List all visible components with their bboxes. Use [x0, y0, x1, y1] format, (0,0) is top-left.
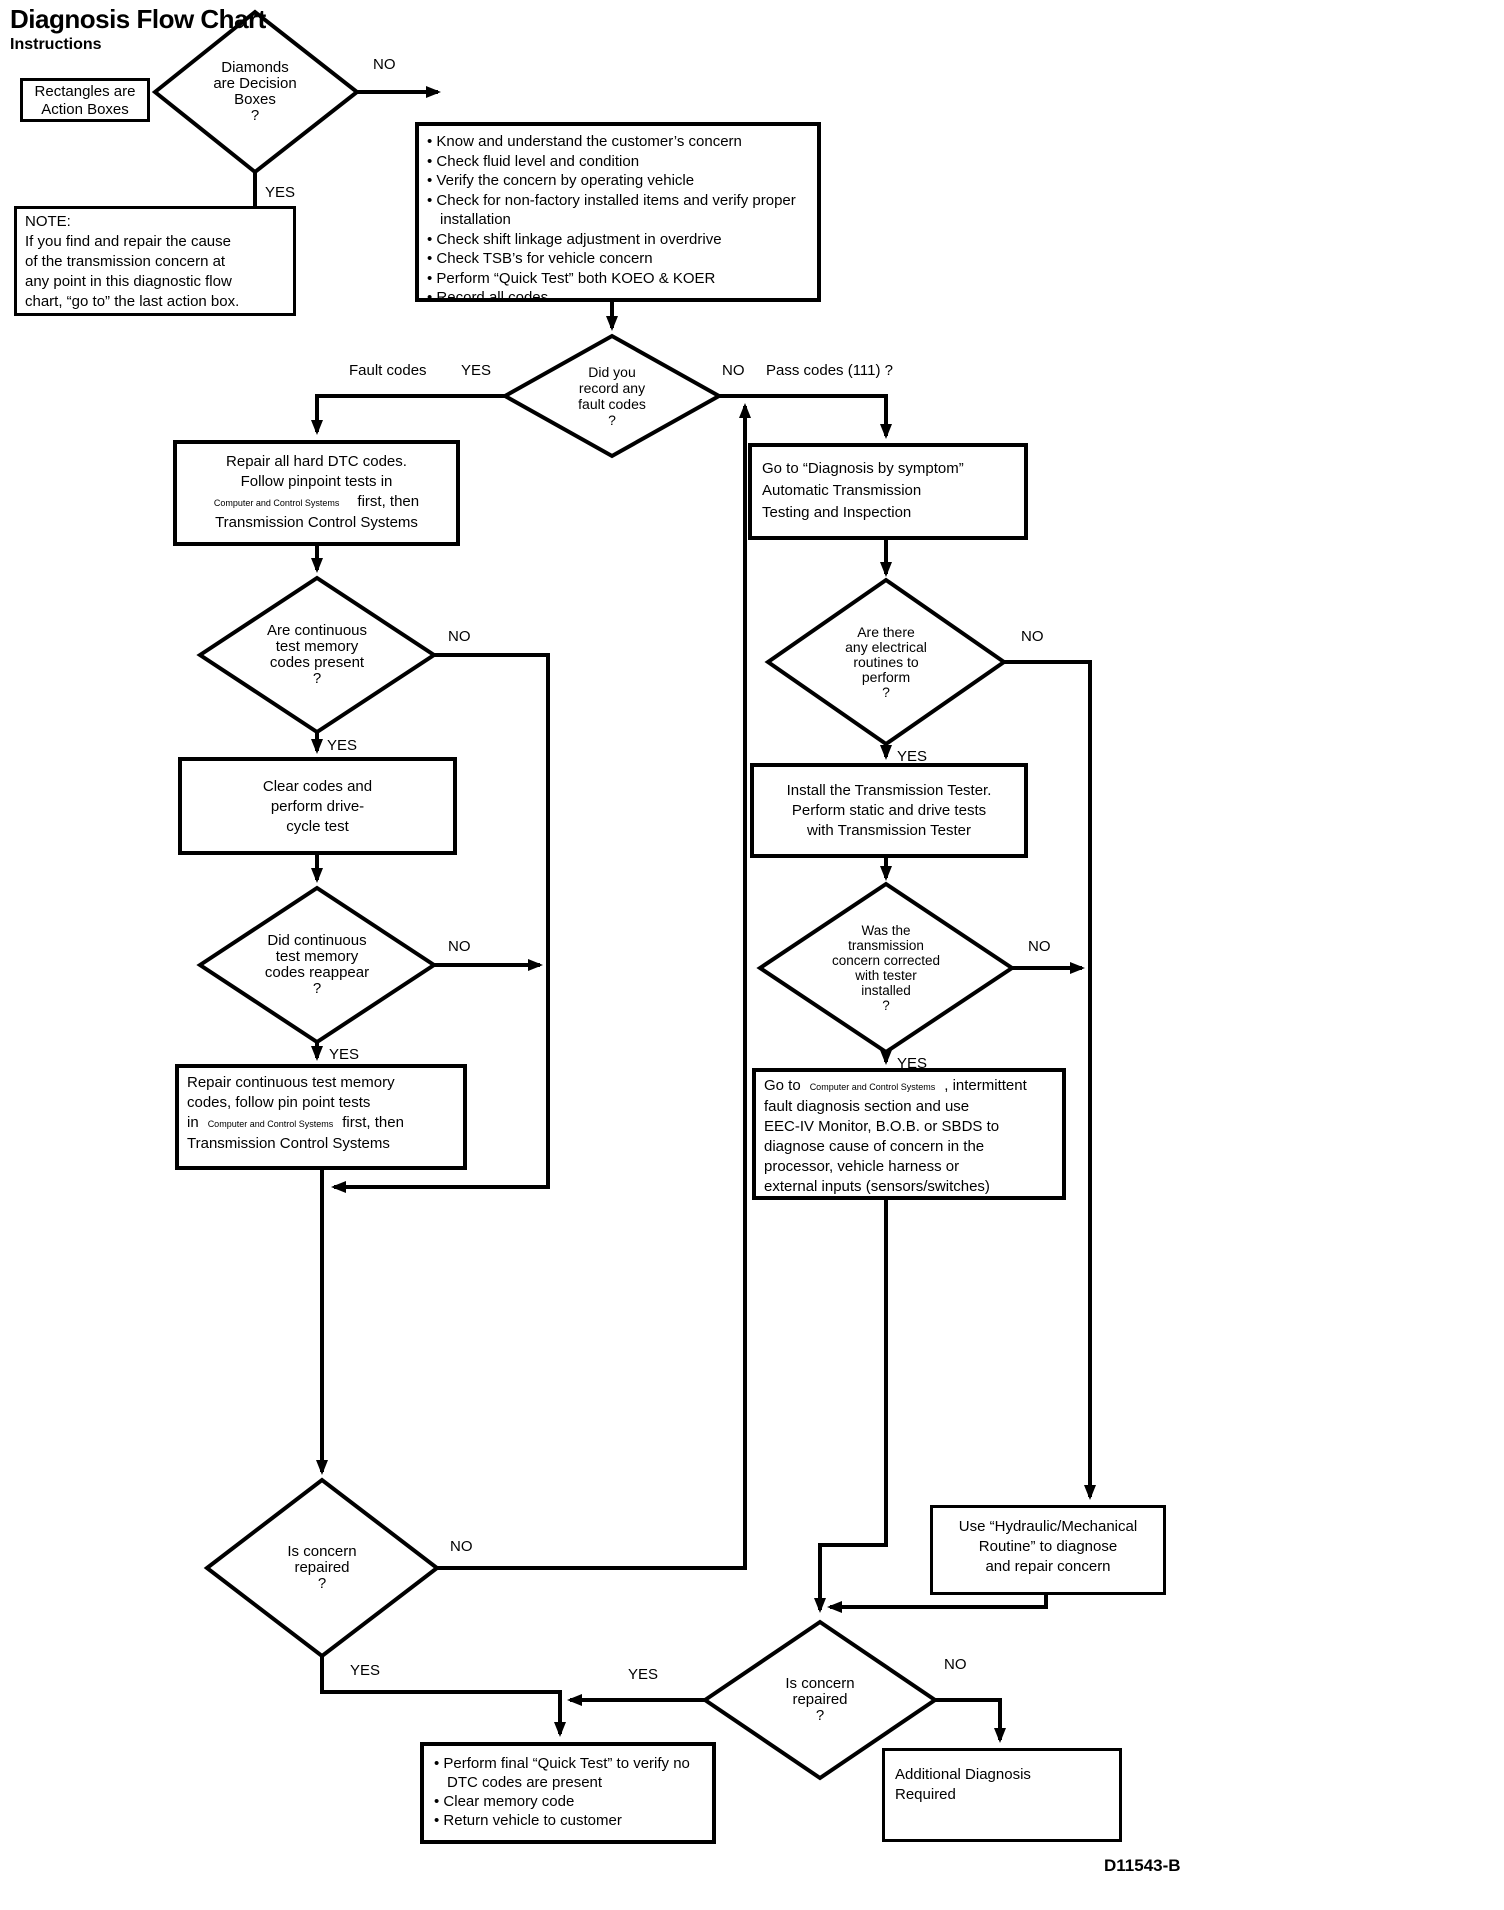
example-yes-label: YES — [265, 184, 296, 201]
decision-diamonds — [151, 9, 1016, 1781]
repair-continuous-line3: in Computer and Control Systems first, the… — [187, 1113, 455, 1134]
page-title: Diagnosis Flow Chart — [10, 4, 266, 34]
repair-hard-dtc-line2: Follow pinpoint tests in — [240, 473, 393, 490]
repair-hard-dtc-line3-rest: first, then — [357, 493, 420, 510]
connector-lines — [249, 86, 1096, 1743]
intermittent-line1-rest: , intermittent — [944, 1077, 1027, 1094]
label-no-codes-reappear: NO — [448, 938, 471, 955]
action-final-quick-test: Perform final “Quick Test” to verify no … — [420, 1742, 716, 1844]
manual-ref: Computer and Control Systems — [809, 1082, 936, 1092]
bullet-item: Check for non-factory installed items an… — [427, 191, 809, 230]
bullet-item: Perform final “Quick Test” to verify no … — [434, 1754, 702, 1792]
example-no-label: NO — [373, 56, 396, 73]
bullet-item: Verify the concern by operating vehicle — [427, 171, 809, 191]
action-diagnosis-by-symptom: Go to “Diagnosis by symptom”Automatic Tr… — [748, 443, 1028, 540]
final-action-list: Perform final “Quick Test” to verify no … — [434, 1754, 702, 1830]
bullet-item: Return vehicle to customer — [434, 1811, 702, 1830]
bullet-item: Clear memory code — [434, 1792, 702, 1811]
label-yes-codes-reappear: YES — [329, 1046, 360, 1063]
label-fault-codes: Fault codes — [349, 362, 427, 379]
label-yes-electrical-routines: YES — [897, 748, 928, 765]
page-subtitle: Instructions — [10, 36, 102, 53]
start-action-list: Know and understand the customer’s conce… — [427, 132, 809, 308]
repair-hard-dtc-line1: Repair all hard DTC codes. — [226, 453, 407, 470]
label-yes-fault-codes: YES — [461, 362, 492, 379]
repair-continuous-line3-pre: in — [187, 1114, 199, 1131]
bullet-item: Check shift linkage adjustment in overdr… — [427, 230, 809, 250]
repair-continuous-line1: Repair continuous test memory — [187, 1074, 395, 1091]
label-no-electrical-routines: NO — [1021, 628, 1044, 645]
bullet-item: Know and understand the customer’s conce… — [427, 132, 809, 152]
doc-id: D11543-B — [1104, 1856, 1181, 1875]
label-no-concern-repaired-left: NO — [450, 1538, 473, 1555]
bullet-item: Check fluid level and condition — [427, 152, 809, 172]
action-install-tester: Install the Transmission Tester.Perform … — [750, 763, 1028, 858]
bullet-item: Record all codes — [427, 288, 809, 308]
label-no-fault-codes: NO — [722, 362, 745, 379]
label-yes-concern-corrected: YES — [897, 1055, 928, 1072]
note-heading: NOTE: — [25, 213, 71, 230]
label-yes-concern-repaired-right: YES — [628, 1666, 659, 1683]
repair-continuous-line3-rest: first, then — [342, 1114, 404, 1131]
manual-ref: Computer and Control Systems — [207, 1119, 334, 1129]
label-no-concern-corrected: NO — [1028, 938, 1051, 955]
label-yes-continuous-present: YES — [327, 737, 358, 754]
action-repair-hard-dtc: Repair all hard DTC codes. Follow pinpoi… — [173, 440, 460, 546]
intermittent-line1-pre: Go to — [764, 1077, 801, 1094]
repair-hard-dtc-line4: Transmission Control Systems — [215, 514, 418, 531]
label-yes-concern-repaired-left: YES — [350, 1662, 381, 1679]
repair-continuous-line4: Transmission Control Systems — [187, 1135, 390, 1152]
repair-continuous-line2: codes, follow pin point tests — [187, 1094, 371, 1111]
repair-hard-dtc-line3: Computer and Control Systems first, then — [177, 492, 456, 513]
action-repair-continuous-codes: Repair continuous test memory codes, fol… — [175, 1064, 467, 1170]
label-pass-codes: Pass codes (111) ? — [766, 362, 894, 379]
intermittent-line1: Go to Computer and Control Systems , inter… — [764, 1076, 1054, 1097]
bullet-item: Check TSB’s for vehicle concern — [427, 249, 809, 269]
start-action-box: Know and understand the customer’s conce… — [415, 122, 821, 306]
label-no-concern-repaired-right: NO — [944, 1656, 967, 1673]
label-no-continuous-present: NO — [448, 628, 471, 645]
bullet-item: Perform “Quick Test” both KOEO & KOER — [427, 269, 809, 289]
action-intermittent-diagnosis: Go to Computer and Control Systems , inter… — [752, 1068, 1066, 1200]
manual-ref: Computer and Control Systems — [213, 498, 340, 508]
